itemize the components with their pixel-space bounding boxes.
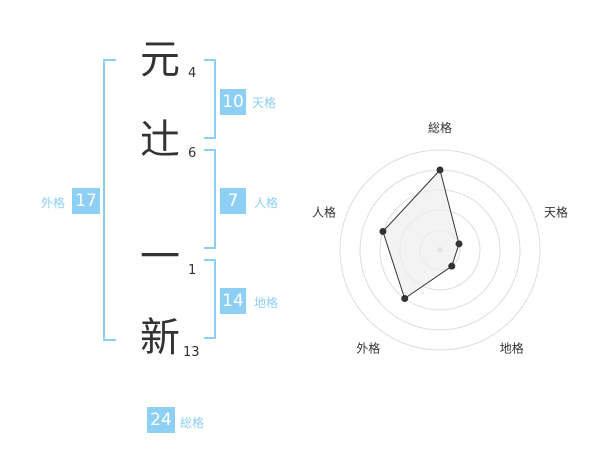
jinkaku-bracket <box>204 149 216 249</box>
radar-axis-label-3: 地格 <box>500 341 524 356</box>
name-char-4: 新 <box>140 315 180 361</box>
chikaku-bracket <box>204 259 216 339</box>
tenkaku-value: 10 <box>220 89 246 115</box>
radar-axis-label-2: 天格 <box>544 204 568 219</box>
radar-axis-label-5: 人格 <box>312 204 336 219</box>
radar-series-polygon <box>382 168 460 300</box>
jinkaku-label: 人格 <box>254 196 279 210</box>
stroke-count-3: 1 <box>188 263 197 278</box>
radar-ring-5 <box>339 149 541 351</box>
radar-axis-label-4: 外格 <box>356 341 380 356</box>
soukaku-value: 24 <box>147 407 175 433</box>
chikaku-label: 地格 <box>254 296 279 310</box>
radar-point-4 <box>401 295 409 303</box>
stroke-count-4: 13 <box>183 345 200 360</box>
radar-point-5 <box>379 227 387 235</box>
name-char-3: 一 <box>140 234 180 280</box>
stroke-count-2: 6 <box>188 146 197 161</box>
chikaku-value: 14 <box>220 288 246 314</box>
tenkaku-bracket <box>204 59 216 139</box>
jinkaku-value: 7 <box>220 188 246 214</box>
soukaku-label: 総格 <box>180 416 205 430</box>
radar-point-1 <box>436 166 444 174</box>
tenkaku-label: 天格 <box>252 96 277 110</box>
name-char-2: 辻 <box>140 117 180 163</box>
radar-point-2 <box>455 240 463 248</box>
radar-point-3 <box>448 262 456 270</box>
gaikaku-value: 17 <box>72 188 100 214</box>
name-char-1: 元 <box>140 37 180 83</box>
radar-axis-label-1: 総格 <box>428 120 452 135</box>
stroke-count-1: 4 <box>188 66 197 81</box>
gaikaku-bracket <box>103 59 116 341</box>
gaikaku-label: 外格 <box>41 196 66 210</box>
